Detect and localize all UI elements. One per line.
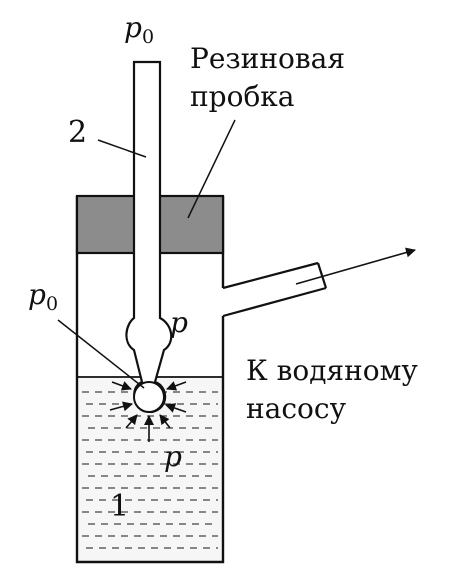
stopper-label-line2: пробка: [190, 80, 295, 113]
p0-left-label: p0: [28, 278, 58, 315]
pump-label-line1: К водяному: [246, 354, 418, 387]
p0-top-label: p0: [124, 11, 154, 48]
side-outlet-tube: [222, 261, 328, 318]
pump-label-line2: насосу: [246, 392, 347, 425]
pump-arrow: [295, 247, 416, 285]
vessel-number-label: 1: [110, 489, 129, 524]
p-right-label: p: [170, 306, 188, 339]
p0-leader-line: [57, 319, 145, 389]
p-bottom-label: p: [164, 440, 182, 473]
tube-leader-line: [97, 139, 147, 158]
air-bubble: [133, 381, 165, 413]
tube-number-label: 2: [68, 115, 87, 150]
stopper-leader-line: [187, 119, 236, 219]
stopper-label-line1: Резиновая: [190, 42, 345, 75]
pressure-arrows: [109, 381, 187, 442]
